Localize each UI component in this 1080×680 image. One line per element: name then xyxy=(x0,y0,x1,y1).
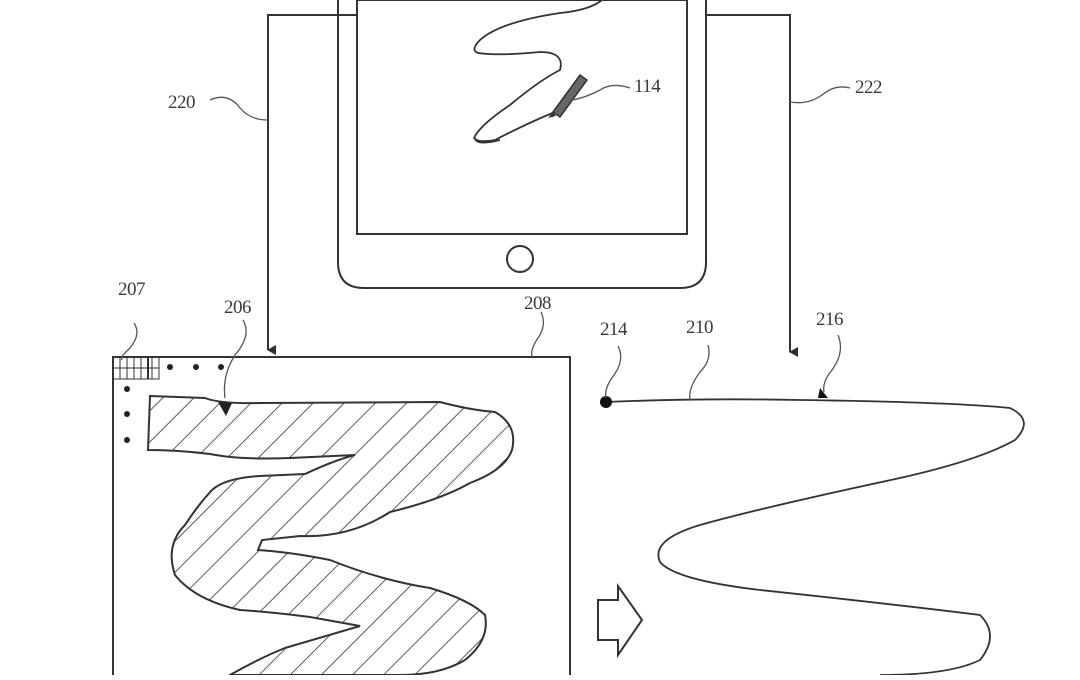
leader-207 xyxy=(120,322,138,361)
label-214: 214 xyxy=(600,319,628,340)
leader-220 xyxy=(209,96,269,121)
tablet-body xyxy=(337,0,707,289)
leader-206 xyxy=(223,319,247,399)
raster-region-206 xyxy=(146,394,515,676)
label-114: 114 xyxy=(634,76,661,97)
transform-arrow-icon xyxy=(597,582,644,659)
label-206: 206 xyxy=(224,297,252,318)
raster-canvas xyxy=(112,356,571,680)
vector-path xyxy=(600,388,1025,676)
path-220 xyxy=(267,14,357,355)
tablet-screen xyxy=(356,0,688,235)
home-button xyxy=(506,245,534,273)
label-207: 207 xyxy=(118,279,146,300)
path-222 xyxy=(706,14,798,357)
label-216: 216 xyxy=(816,309,844,330)
label-220: 220 xyxy=(168,92,196,113)
raster-dots xyxy=(124,364,224,443)
tablet-device xyxy=(337,0,707,289)
label-222: 222 xyxy=(855,77,883,98)
leader-114 xyxy=(571,84,631,101)
label-208: 208 xyxy=(524,293,552,314)
raster-grid xyxy=(112,356,160,380)
stylus-icon xyxy=(548,73,589,119)
leader-208 xyxy=(530,311,545,358)
leader-214 xyxy=(605,345,622,399)
vector-start-point xyxy=(600,396,612,408)
leader-222 xyxy=(789,86,851,104)
label-210: 210 xyxy=(686,317,714,338)
tablet-stroke xyxy=(472,0,603,144)
leader-210 xyxy=(689,344,710,401)
vector-point-216 xyxy=(818,388,828,398)
leader-216 xyxy=(823,334,842,393)
